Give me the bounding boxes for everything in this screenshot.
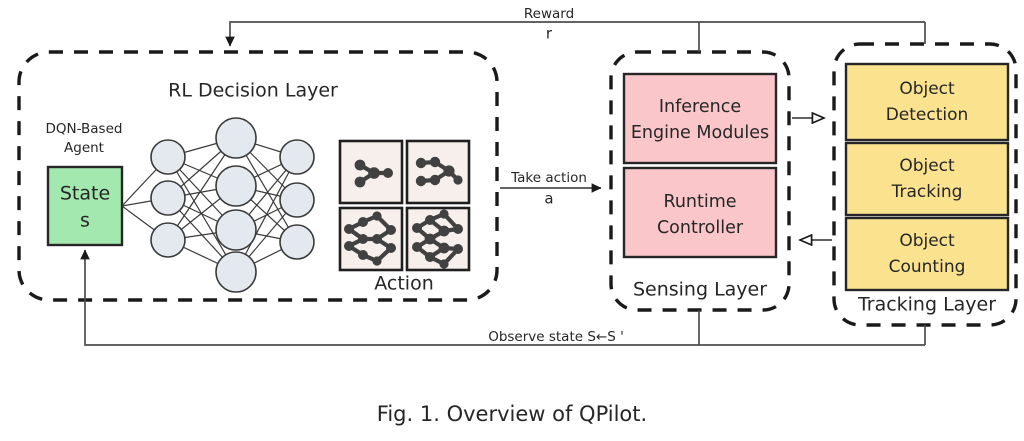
runtime-controller-label-line1: Runtime: [663, 192, 736, 212]
model-arch-medium-icon: [344, 211, 396, 266]
inference-engine-modules-box[interactable]: [622, 72, 778, 165]
runtime-controller-box[interactable]: [622, 166, 778, 259]
state-box: [46, 165, 124, 247]
neural-network-icon: [121, 117, 315, 293]
dqn-agent-label-line1: DQN-Based: [46, 121, 123, 137]
sensing-layer-title: Sensing Layer: [633, 279, 767, 301]
object-counting-box[interactable]: [844, 216, 1010, 292]
inference-engine-modules-label-line2: Engine Modules: [631, 123, 769, 143]
object-tracking-label-line2: Tracking: [891, 182, 963, 202]
tracking-layer-title: Tracking Layer: [857, 294, 996, 316]
state-box-label-line2: s: [80, 210, 90, 232]
action-label: Action: [374, 273, 434, 295]
action-tile-grid: [338, 139, 471, 272]
object-counting-label-line1: Object: [899, 231, 955, 251]
state-box-label-line1: State: [60, 183, 110, 205]
figure-caption: Fig. 1. Overview of QPilot.: [377, 402, 647, 426]
object-detection-label-line2: Detection: [886, 105, 969, 125]
sensing-layer-container: [609, 50, 791, 312]
reward-symbol: r: [546, 25, 553, 43]
rl-decision-layer-title: RL Decision Layer: [168, 80, 338, 102]
take-action-label: Take action: [510, 170, 587, 186]
model-arch-small-icon: [415, 156, 463, 187]
observe-state-wire: [80, 249, 925, 346]
rl-decision-layer-container: [17, 50, 499, 302]
object-tracking-box[interactable]: [844, 141, 1010, 217]
object-detection-box[interactable]: [844, 62, 1010, 142]
object-tracking-label-line1: Object: [899, 156, 955, 176]
take-action-symbol: a: [544, 190, 553, 208]
model-arch-tiny-icon: [354, 159, 393, 188]
object-counting-label-line2: Counting: [889, 257, 966, 277]
object-detection-label-line1: Object: [899, 79, 955, 99]
dqn-agent-label-line2: Agent: [64, 140, 104, 156]
model-arch-large-icon: [412, 209, 463, 269]
reward-wire: [225, 21, 925, 47]
runtime-controller-label-line2: Controller: [657, 218, 744, 238]
observe-state-label: Observe state S←S ': [488, 329, 624, 345]
inference-engine-modules-label-line1: Inference: [659, 97, 741, 117]
reward-label: Reward: [524, 6, 574, 22]
action-tile-2[interactable]: [405, 139, 471, 205]
action-tile-4[interactable]: [405, 206, 471, 272]
